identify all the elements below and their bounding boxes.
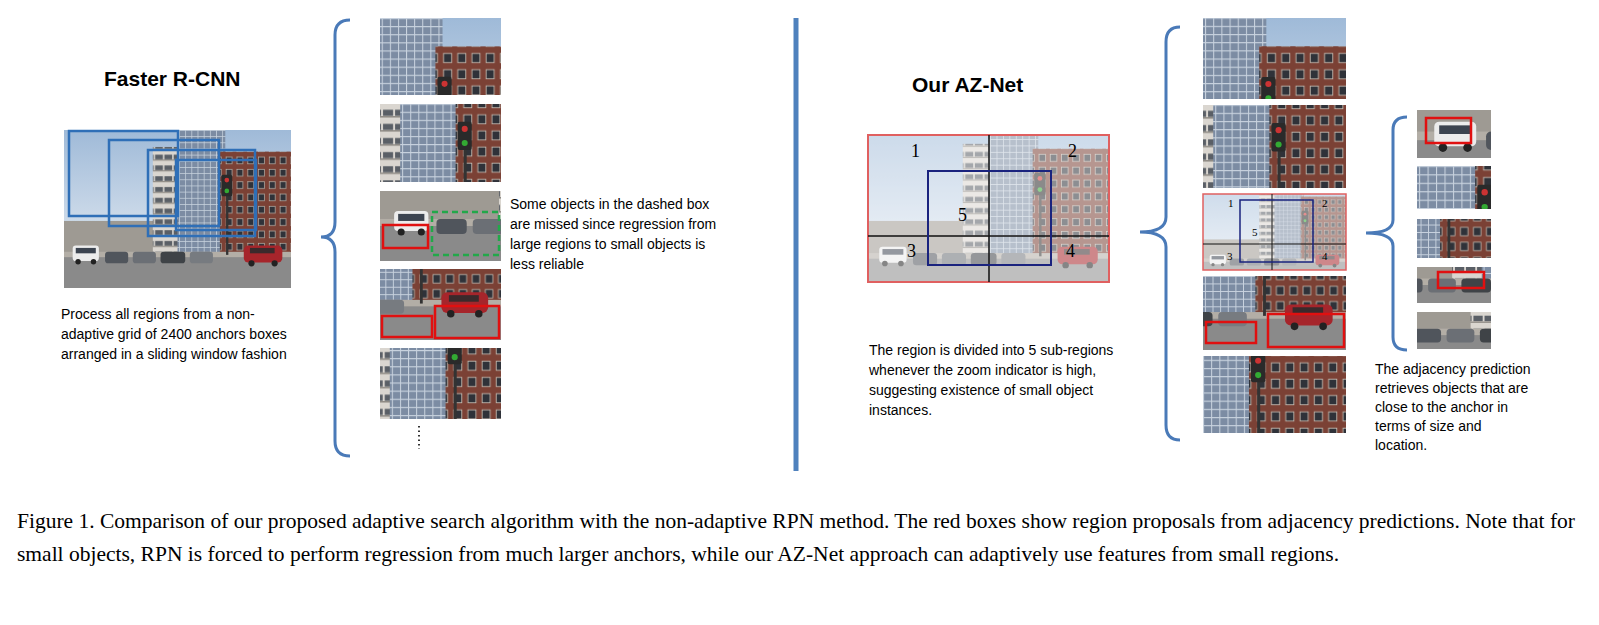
photo-detail	[109, 140, 219, 226]
note-text: The region is divided into 5 sub-regions…	[869, 340, 1131, 420]
photo	[868, 126, 1109, 291]
photo-crop	[1362, 183, 1599, 373]
figure-caption: Figure 1. Comparison of our proposed ada…	[17, 505, 1585, 571]
divider	[794, 18, 799, 471]
photo-detail	[1203, 183, 1346, 281]
proposal-box	[1426, 118, 1471, 143]
adjacency-crops	[1250, 0, 1599, 372]
rpn-image	[62, 130, 293, 288]
photo-crop	[380, 60, 683, 267]
photo-detail	[1060, 161, 1346, 356]
photo	[62, 130, 293, 288]
callout-number: 3	[1227, 250, 1237, 263]
photo-detail	[148, 150, 255, 236]
aznet-crops	[1040, 18, 1367, 504]
callout-number: 4	[1066, 241, 1080, 261]
grid-lines	[1203, 194, 1346, 270]
photo-detail	[69, 131, 178, 216]
photo-crop	[1060, 64, 1366, 273]
callout-number: 2	[1068, 141, 1082, 161]
note-text: The adjacency prediction retrieves objec…	[1375, 360, 1535, 455]
photo-detail	[1060, 64, 1366, 273]
photo-detail	[62, 130, 293, 288]
photo-crop	[221, 152, 501, 344]
photo-detail	[1040, 294, 1346, 503]
proposal-box	[1438, 272, 1484, 288]
anchor-boxes	[69, 131, 256, 236]
center-subregion	[1240, 200, 1313, 262]
note-text: Process all regions from a non-adaptive …	[61, 304, 305, 364]
region-frame	[1203, 194, 1346, 270]
photo-crop	[1417, 0, 1599, 189]
center-subregion	[928, 171, 1051, 265]
callout-number: 5	[958, 205, 972, 225]
curly-bracket	[321, 20, 350, 456]
callout-text: Some objects in the dashed box are misse…	[510, 194, 728, 274]
panel-title: Our AZ-Net	[912, 72, 1112, 98]
curly-bracket	[1140, 27, 1180, 440]
region-frame	[868, 135, 1109, 282]
callout-number: 5	[1252, 226, 1262, 239]
photo-detail	[176, 160, 256, 230]
photo-crop	[1040, 294, 1346, 503]
photo-crop	[1203, 183, 1346, 281]
photo-detail	[380, 60, 683, 267]
photo-crop	[1343, 132, 1599, 322]
ellipsis-dots	[418, 426, 420, 449]
panel-title: Faster R-CNN	[104, 66, 304, 92]
curly-bracket	[1366, 117, 1407, 350]
proposal-box	[1206, 322, 1256, 343]
callout-number: 2	[1322, 197, 1332, 210]
proposal-box	[1268, 314, 1344, 347]
callout-number: 1	[1228, 197, 1238, 210]
photo-detail	[1362, 183, 1599, 373]
callout-number: 4	[1322, 250, 1332, 263]
proposal-box	[382, 316, 432, 337]
dashed-box	[432, 212, 499, 255]
photo-crop	[1060, 161, 1346, 356]
callout-number: 3	[907, 241, 921, 261]
photo-detail	[221, 152, 501, 344]
proposal-box	[435, 306, 499, 338]
aznet-image	[868, 126, 1109, 291]
photo-detail	[868, 126, 1109, 291]
photo-detail	[1343, 132, 1599, 322]
proposal-box	[383, 225, 428, 248]
photo-crop	[238, 277, 542, 485]
photo-detail	[238, 277, 542, 485]
callout-number: 1	[911, 141, 925, 161]
photo-detail	[1417, 0, 1599, 189]
grid-lines	[868, 135, 1109, 282]
